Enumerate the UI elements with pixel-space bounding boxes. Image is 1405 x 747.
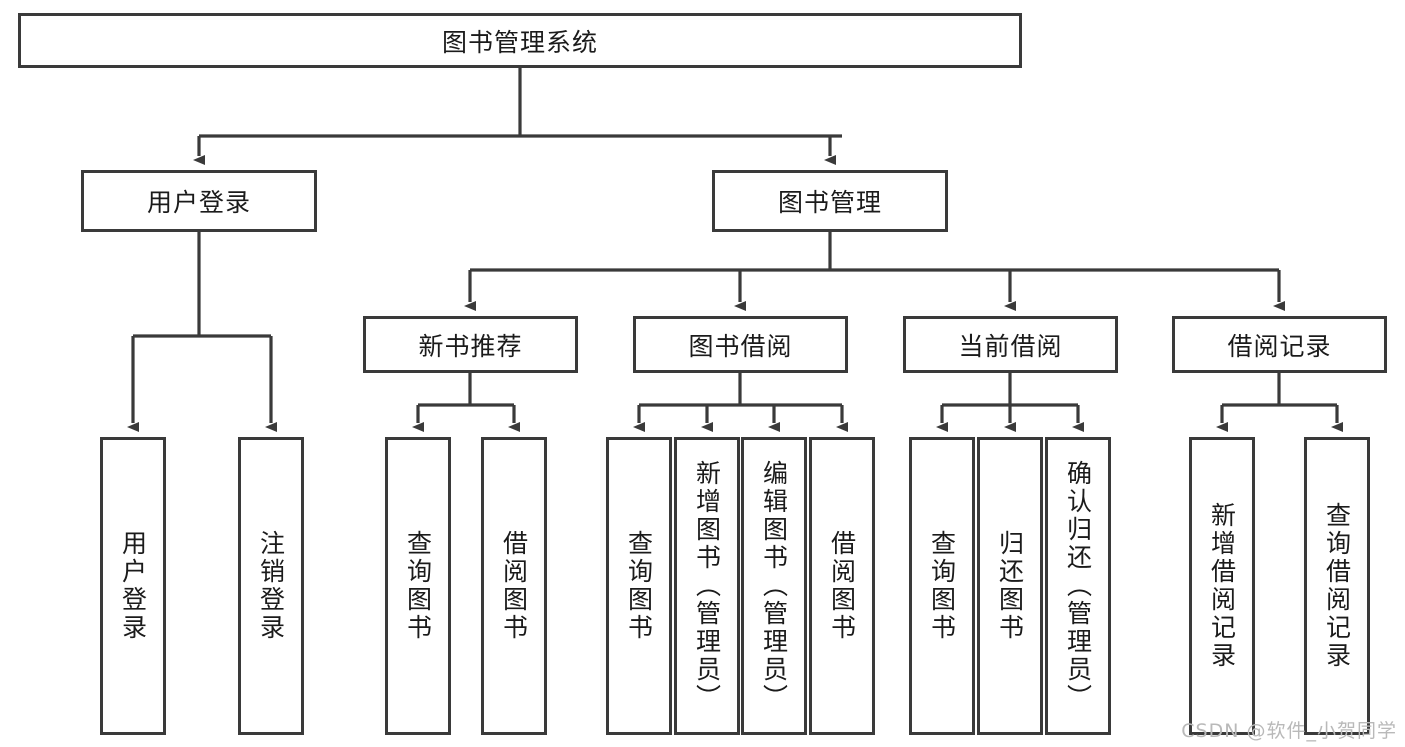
node-borrow-record[interactable]: 借阅记录 xyxy=(1172,316,1387,373)
node-leaf-user-login-label: 用户登录 xyxy=(118,530,148,642)
node-leaf-confirm-return-admin-label: 确认归还（管理员） xyxy=(1063,460,1093,712)
node-leaf-borrow-book-1-label: 借阅图书 xyxy=(499,530,529,642)
node-new-book-recommend-label: 新书推荐 xyxy=(418,331,523,361)
node-leaf-return-book[interactable]: 归还图书 xyxy=(977,437,1043,735)
node-current-borrow[interactable]: 当前借阅 xyxy=(903,316,1118,373)
node-leaf-query-borrow-record-label: 查询借阅记录 xyxy=(1322,502,1352,670)
node-user-login[interactable]: 用户登录 xyxy=(81,170,317,232)
node-leaf-borrow-book-2[interactable]: 借阅图书 xyxy=(809,437,875,735)
node-leaf-add-borrow-record[interactable]: 新增借阅记录 xyxy=(1189,437,1255,735)
node-leaf-logout-login-label: 注销登录 xyxy=(256,530,286,642)
node-leaf-query-book-1[interactable]: 查询图书 xyxy=(385,437,451,735)
node-leaf-query-borrow-record[interactable]: 查询借阅记录 xyxy=(1304,437,1370,735)
node-leaf-query-book-3[interactable]: 查询图书 xyxy=(909,437,975,735)
node-leaf-query-book-2[interactable]: 查询图书 xyxy=(606,437,672,735)
node-leaf-edit-book-admin-label: 编辑图书（管理员） xyxy=(759,460,789,712)
node-leaf-query-book-2-label: 查询图书 xyxy=(624,530,654,642)
node-leaf-borrow-book-2-label: 借阅图书 xyxy=(827,530,857,642)
node-leaf-add-borrow-record-label: 新增借阅记录 xyxy=(1207,502,1237,670)
node-leaf-user-login[interactable]: 用户登录 xyxy=(100,437,166,735)
node-leaf-logout-login[interactable]: 注销登录 xyxy=(238,437,304,735)
watermark: CSDN @软件_小贺同学 xyxy=(1181,720,1397,742)
node-leaf-query-book-3-label: 查询图书 xyxy=(927,530,957,642)
node-current-borrow-label: 当前借阅 xyxy=(958,331,1063,361)
node-root[interactable]: 图书管理系统 xyxy=(18,13,1022,68)
node-book-borrow-label: 图书借阅 xyxy=(688,331,793,361)
node-leaf-return-book-label: 归还图书 xyxy=(995,530,1025,642)
node-new-book-recommend[interactable]: 新书推荐 xyxy=(363,316,578,373)
node-leaf-borrow-book-1[interactable]: 借阅图书 xyxy=(481,437,547,735)
node-leaf-add-book-admin[interactable]: 新增图书（管理员） xyxy=(674,437,740,735)
node-leaf-edit-book-admin[interactable]: 编辑图书（管理员） xyxy=(741,437,807,735)
node-borrow-record-label: 借阅记录 xyxy=(1227,331,1332,361)
node-root-label: 图书管理系统 xyxy=(441,27,598,57)
node-book-manage-label: 图书管理 xyxy=(777,188,882,217)
node-book-borrow[interactable]: 图书借阅 xyxy=(633,316,848,373)
node-leaf-add-book-admin-label: 新增图书（管理员） xyxy=(692,460,722,712)
node-user-login-label: 用户登录 xyxy=(146,188,251,217)
node-book-manage[interactable]: 图书管理 xyxy=(712,170,948,232)
node-leaf-query-book-1-label: 查询图书 xyxy=(403,530,433,642)
node-leaf-confirm-return-admin[interactable]: 确认归还（管理员） xyxy=(1045,437,1111,735)
